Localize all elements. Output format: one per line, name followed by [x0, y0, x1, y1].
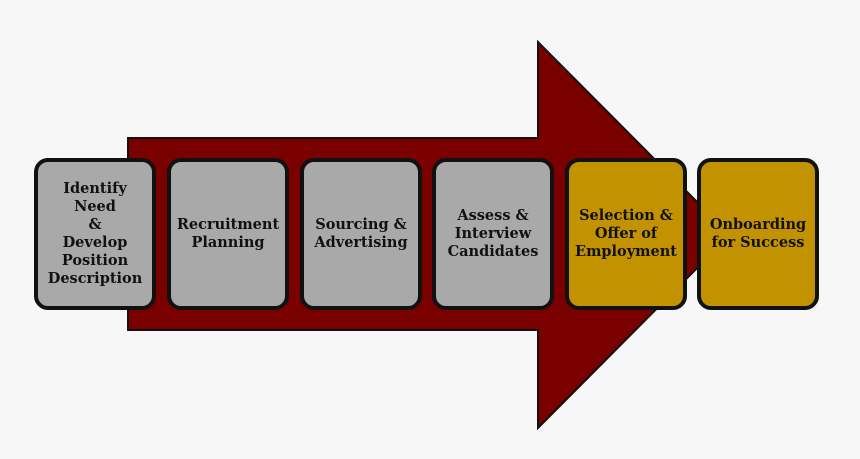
- step-assess-interview: Assess & Interview Candidates: [432, 158, 554, 310]
- arrow-shape: [127, 39, 732, 431]
- step-sourcing-advertising: Sourcing & Advertising: [300, 158, 422, 310]
- step-recruitment-planning: Recruitment Planning: [167, 158, 289, 310]
- step-identify-need: Identify Need & Develop Position Descrip…: [34, 158, 156, 310]
- step-label: Identify Need & Develop Position Descrip…: [47, 180, 143, 287]
- step-label: Selection & Offer of Employment: [575, 207, 677, 260]
- step-onboarding: Onboarding for Success: [697, 158, 819, 310]
- step-label: Recruitment Planning: [176, 216, 280, 251]
- step-label: Onboarding for Success: [709, 216, 807, 251]
- step-label: Sourcing & Advertising: [314, 216, 408, 251]
- step-selection-offer: Selection & Offer of Employment: [565, 158, 687, 310]
- step-label: Assess & Interview Candidates: [447, 207, 539, 260]
